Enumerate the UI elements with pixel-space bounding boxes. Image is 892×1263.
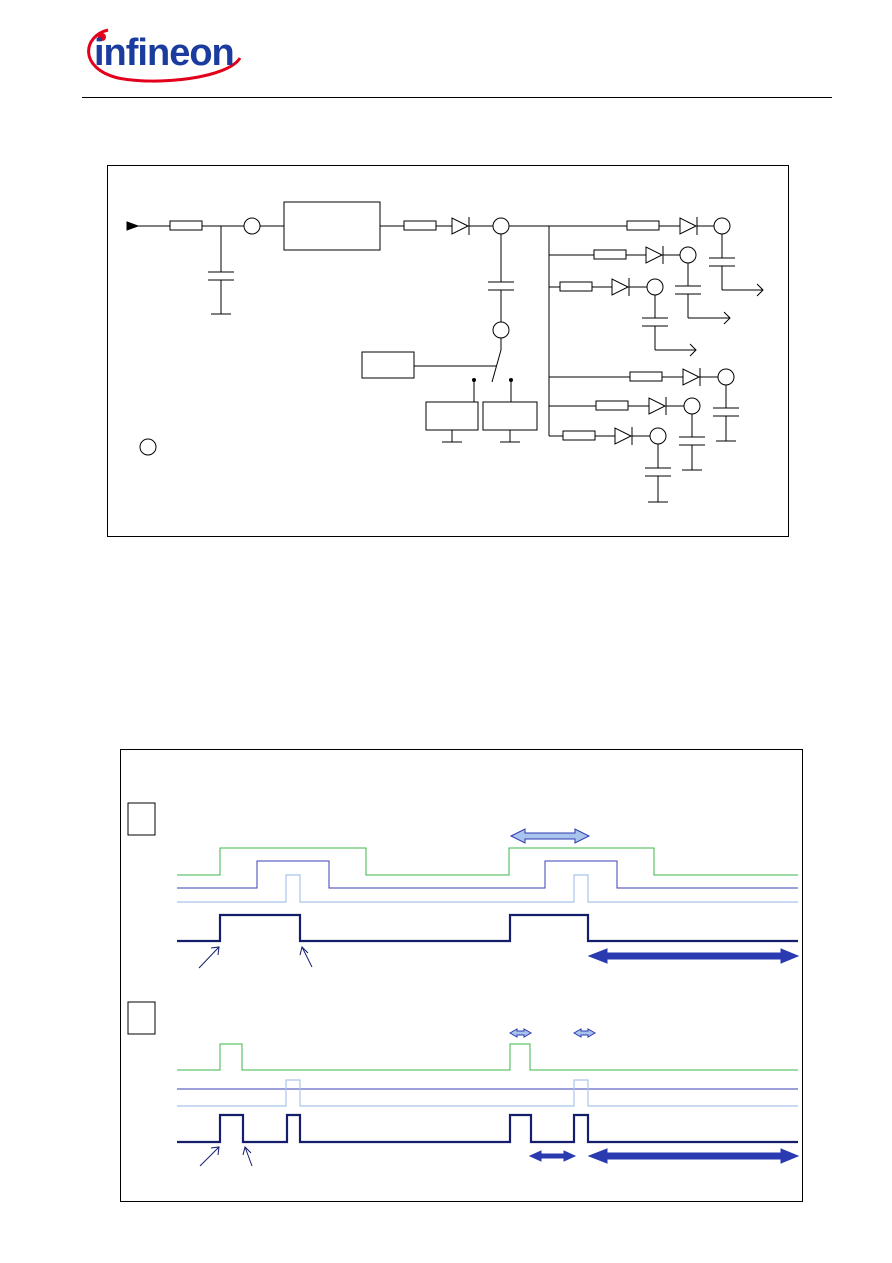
duration-arrow-dark [528,1148,800,1164]
trace-dark [177,1113,798,1144]
selector-switch [472,338,513,402]
input-terminal [126,221,170,231]
series-resistor [403,220,437,231]
infineon-logo: infineon [78,18,248,88]
logo-wordmark: infineon [94,32,235,74]
trace-dark [177,913,798,943]
duration-arrow-dark [587,948,800,964]
pointer-arrows [199,1146,253,1167]
timing-waveforms [127,802,800,1167]
duration-arrow-light [509,828,591,844]
node-circle [492,217,510,235]
panel-a [177,828,800,969]
series-diode [451,217,470,235]
load-block-b [482,401,538,431]
trace-green [177,847,798,876]
input-resistor [169,220,203,231]
header-divider [82,97,832,98]
branch-3 [549,278,697,357]
legend-circle [139,438,157,456]
panel-b [177,1028,800,1167]
logo-swoosh-icon [87,28,242,83]
trace-green [177,1043,798,1071]
branch-1 [549,217,764,297]
coupling-capacitor [488,234,514,322]
trace-light-blue [177,874,798,903]
load-block-a [425,401,479,431]
pointer-arrows [198,946,313,969]
input-capacitor [208,226,234,315]
trace-blue [177,860,798,889]
timing-diagram [120,749,803,1202]
control-block [361,351,415,379]
node-circle [243,217,261,235]
ground-symbols [442,430,520,443]
branch-4 [549,368,739,442]
panel-b-label-box [127,1001,156,1035]
panel-a-label-box [127,802,156,836]
branch-6 [549,427,671,503]
schematic-diagram [107,165,789,537]
node-circle [492,321,510,339]
branch-2 [549,246,731,325]
main-block [283,201,381,251]
branch-5 [549,397,705,471]
trace-light-blue [177,1079,798,1107]
duration-arrow-light-short [508,1028,597,1038]
circuit-schematic [126,201,764,503]
